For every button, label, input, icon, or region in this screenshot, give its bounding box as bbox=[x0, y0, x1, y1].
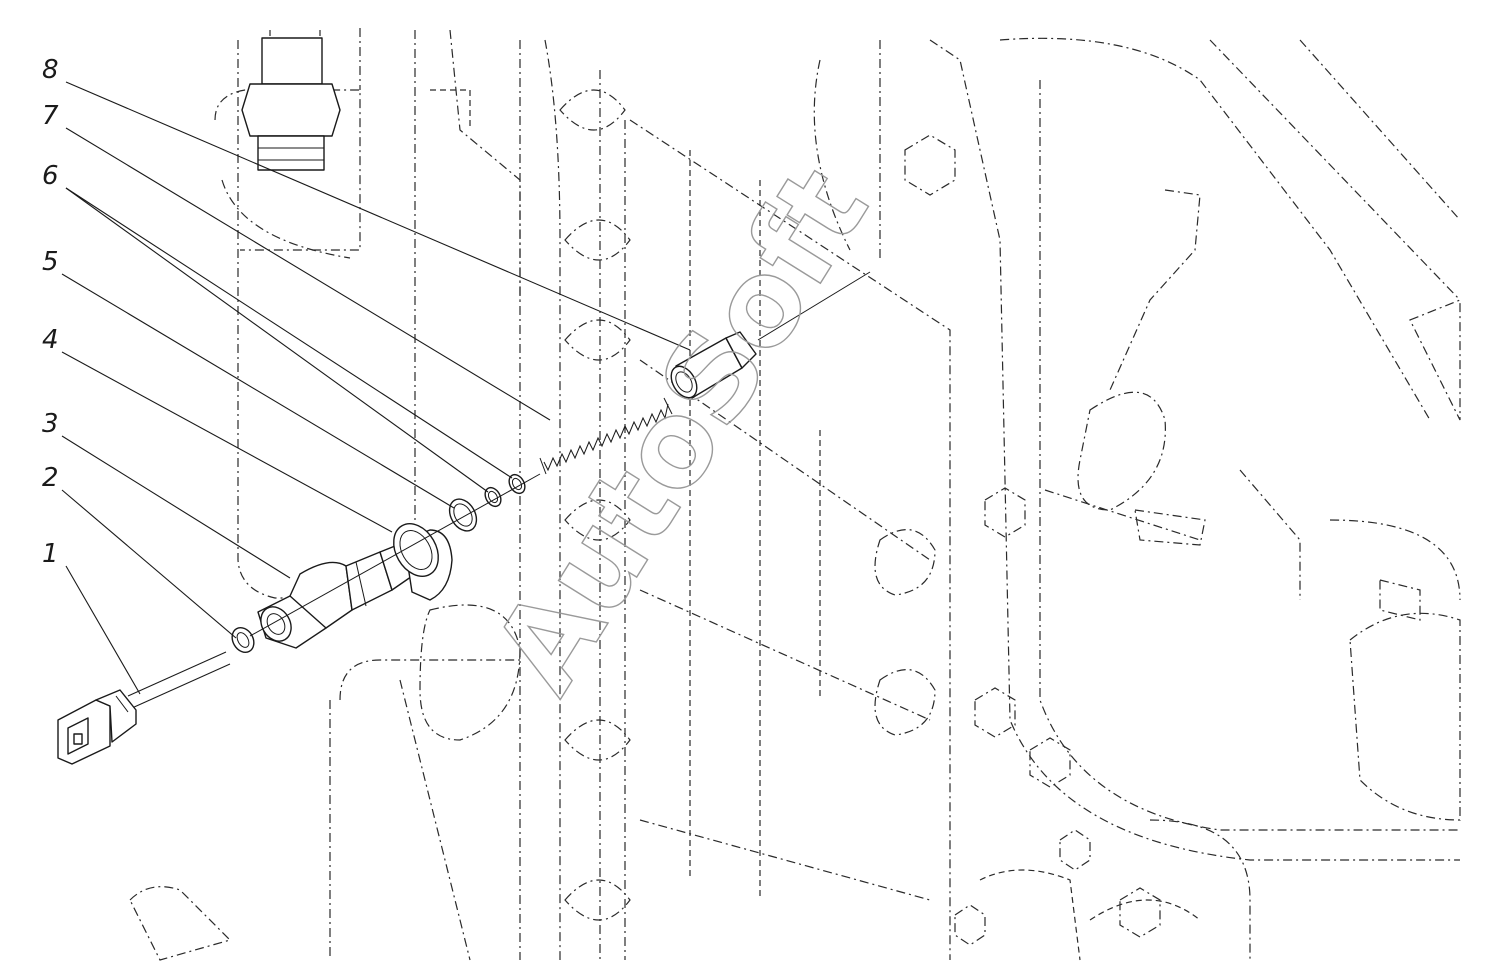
part-2-washer bbox=[231, 626, 255, 654]
callout-5: 5 bbox=[42, 247, 59, 277]
part-7-spring bbox=[539, 397, 673, 475]
leader-3 bbox=[61, 435, 291, 579]
leader-2 bbox=[61, 489, 237, 639]
callout-4: 4 bbox=[42, 325, 59, 355]
leader-4 bbox=[61, 351, 393, 533]
leader-6a bbox=[65, 187, 489, 493]
part-3-housing bbox=[257, 523, 453, 649]
callout-3: 3 bbox=[42, 409, 59, 439]
fuel-line-fitting bbox=[241, 37, 341, 171]
leader-5 bbox=[61, 273, 455, 509]
leader-8 bbox=[65, 81, 691, 351]
leader-6b bbox=[65, 187, 513, 479]
callout-7: 7 bbox=[42, 101, 59, 131]
callout-labels: 1 2 3 4 5 6 7 8 bbox=[42, 55, 59, 569]
callout-6: 6 bbox=[42, 161, 59, 191]
callout-8: 8 bbox=[42, 55, 59, 85]
callout-1: 1 bbox=[42, 539, 59, 569]
leader-1 bbox=[65, 565, 141, 695]
part-6-shim-ring bbox=[508, 473, 526, 495]
watermark-text: AutoSoft bbox=[467, 144, 895, 715]
part-8-plunger bbox=[670, 271, 871, 399]
part-5-sealing-ring bbox=[484, 486, 502, 508]
engine-block-background bbox=[129, 28, 1461, 961]
leader-lines bbox=[61, 81, 691, 695]
part-1-pressure-sensor bbox=[57, 651, 231, 765]
part-4-o-ring bbox=[448, 498, 478, 532]
leader-7 bbox=[65, 127, 551, 421]
callout-2: 2 bbox=[42, 463, 59, 493]
